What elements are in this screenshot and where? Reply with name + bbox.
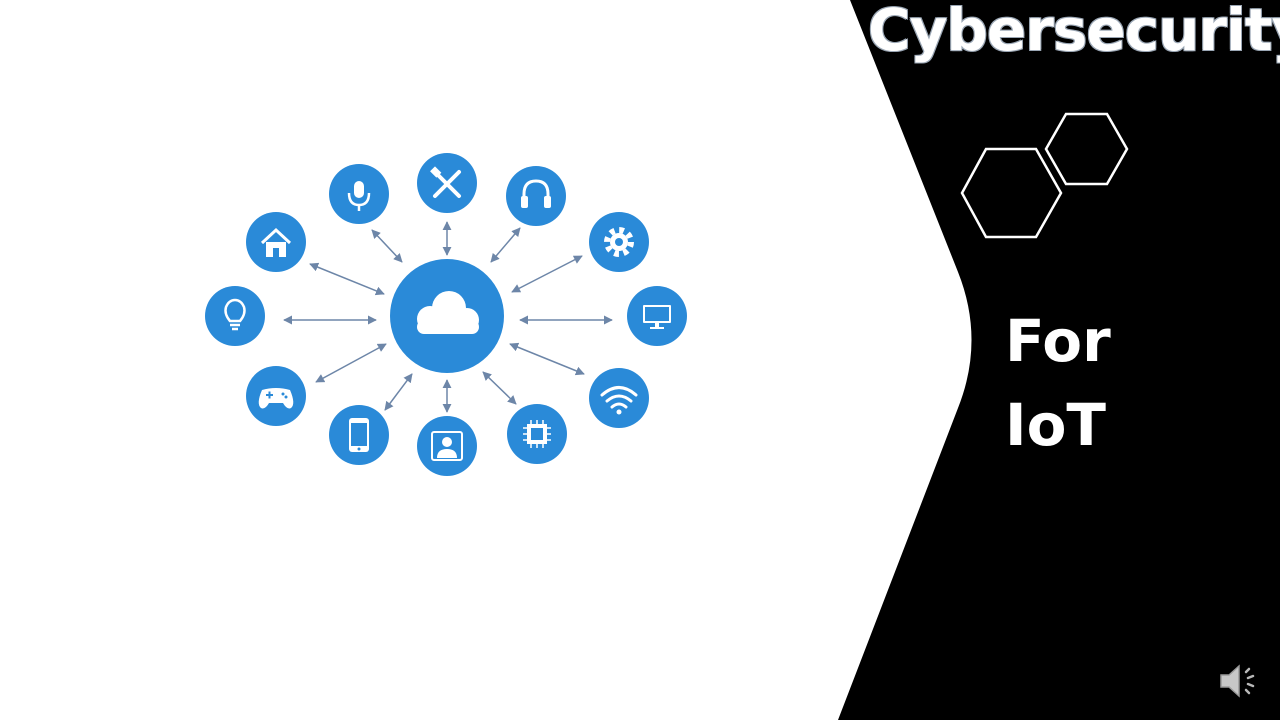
node-home [246, 212, 306, 272]
black-panel [838, 0, 1280, 720]
slide-title: Cybersecurity [868, 0, 1280, 64]
monitor-icon [643, 305, 671, 329]
node-microphone [329, 164, 389, 224]
node-monitor [627, 286, 687, 346]
speaker-icon[interactable] [1218, 660, 1264, 702]
smartphone-icon [349, 418, 369, 452]
chip-icon [523, 420, 551, 448]
headphones-icon [521, 179, 551, 208]
node-tools [417, 153, 477, 213]
node-smartphone [329, 405, 389, 465]
user-icon [431, 431, 463, 461]
connection-arrows [283, 221, 613, 413]
node-gear [589, 212, 649, 272]
hexagon-small [1044, 112, 1129, 186]
node-chip [507, 404, 567, 464]
cloud-hub [390, 259, 504, 373]
subtitle-line-2: IoT [1005, 391, 1106, 459]
cloud-icon [417, 291, 479, 334]
gear-icon [604, 227, 634, 257]
gamepad-icon [258, 388, 294, 409]
node-wifi [589, 368, 649, 428]
microphone-icon [347, 181, 371, 211]
node-gamepad [246, 366, 306, 426]
node-user [417, 416, 477, 476]
wifi-icon [600, 386, 638, 415]
tools-icon [430, 166, 461, 198]
node-lightbulb [205, 286, 265, 346]
lightbulb-icon [224, 298, 246, 331]
home-icon [260, 227, 292, 257]
node-headphones [506, 166, 566, 226]
hexagon-large [960, 147, 1063, 239]
subtitle-line-1: For [1005, 307, 1111, 375]
